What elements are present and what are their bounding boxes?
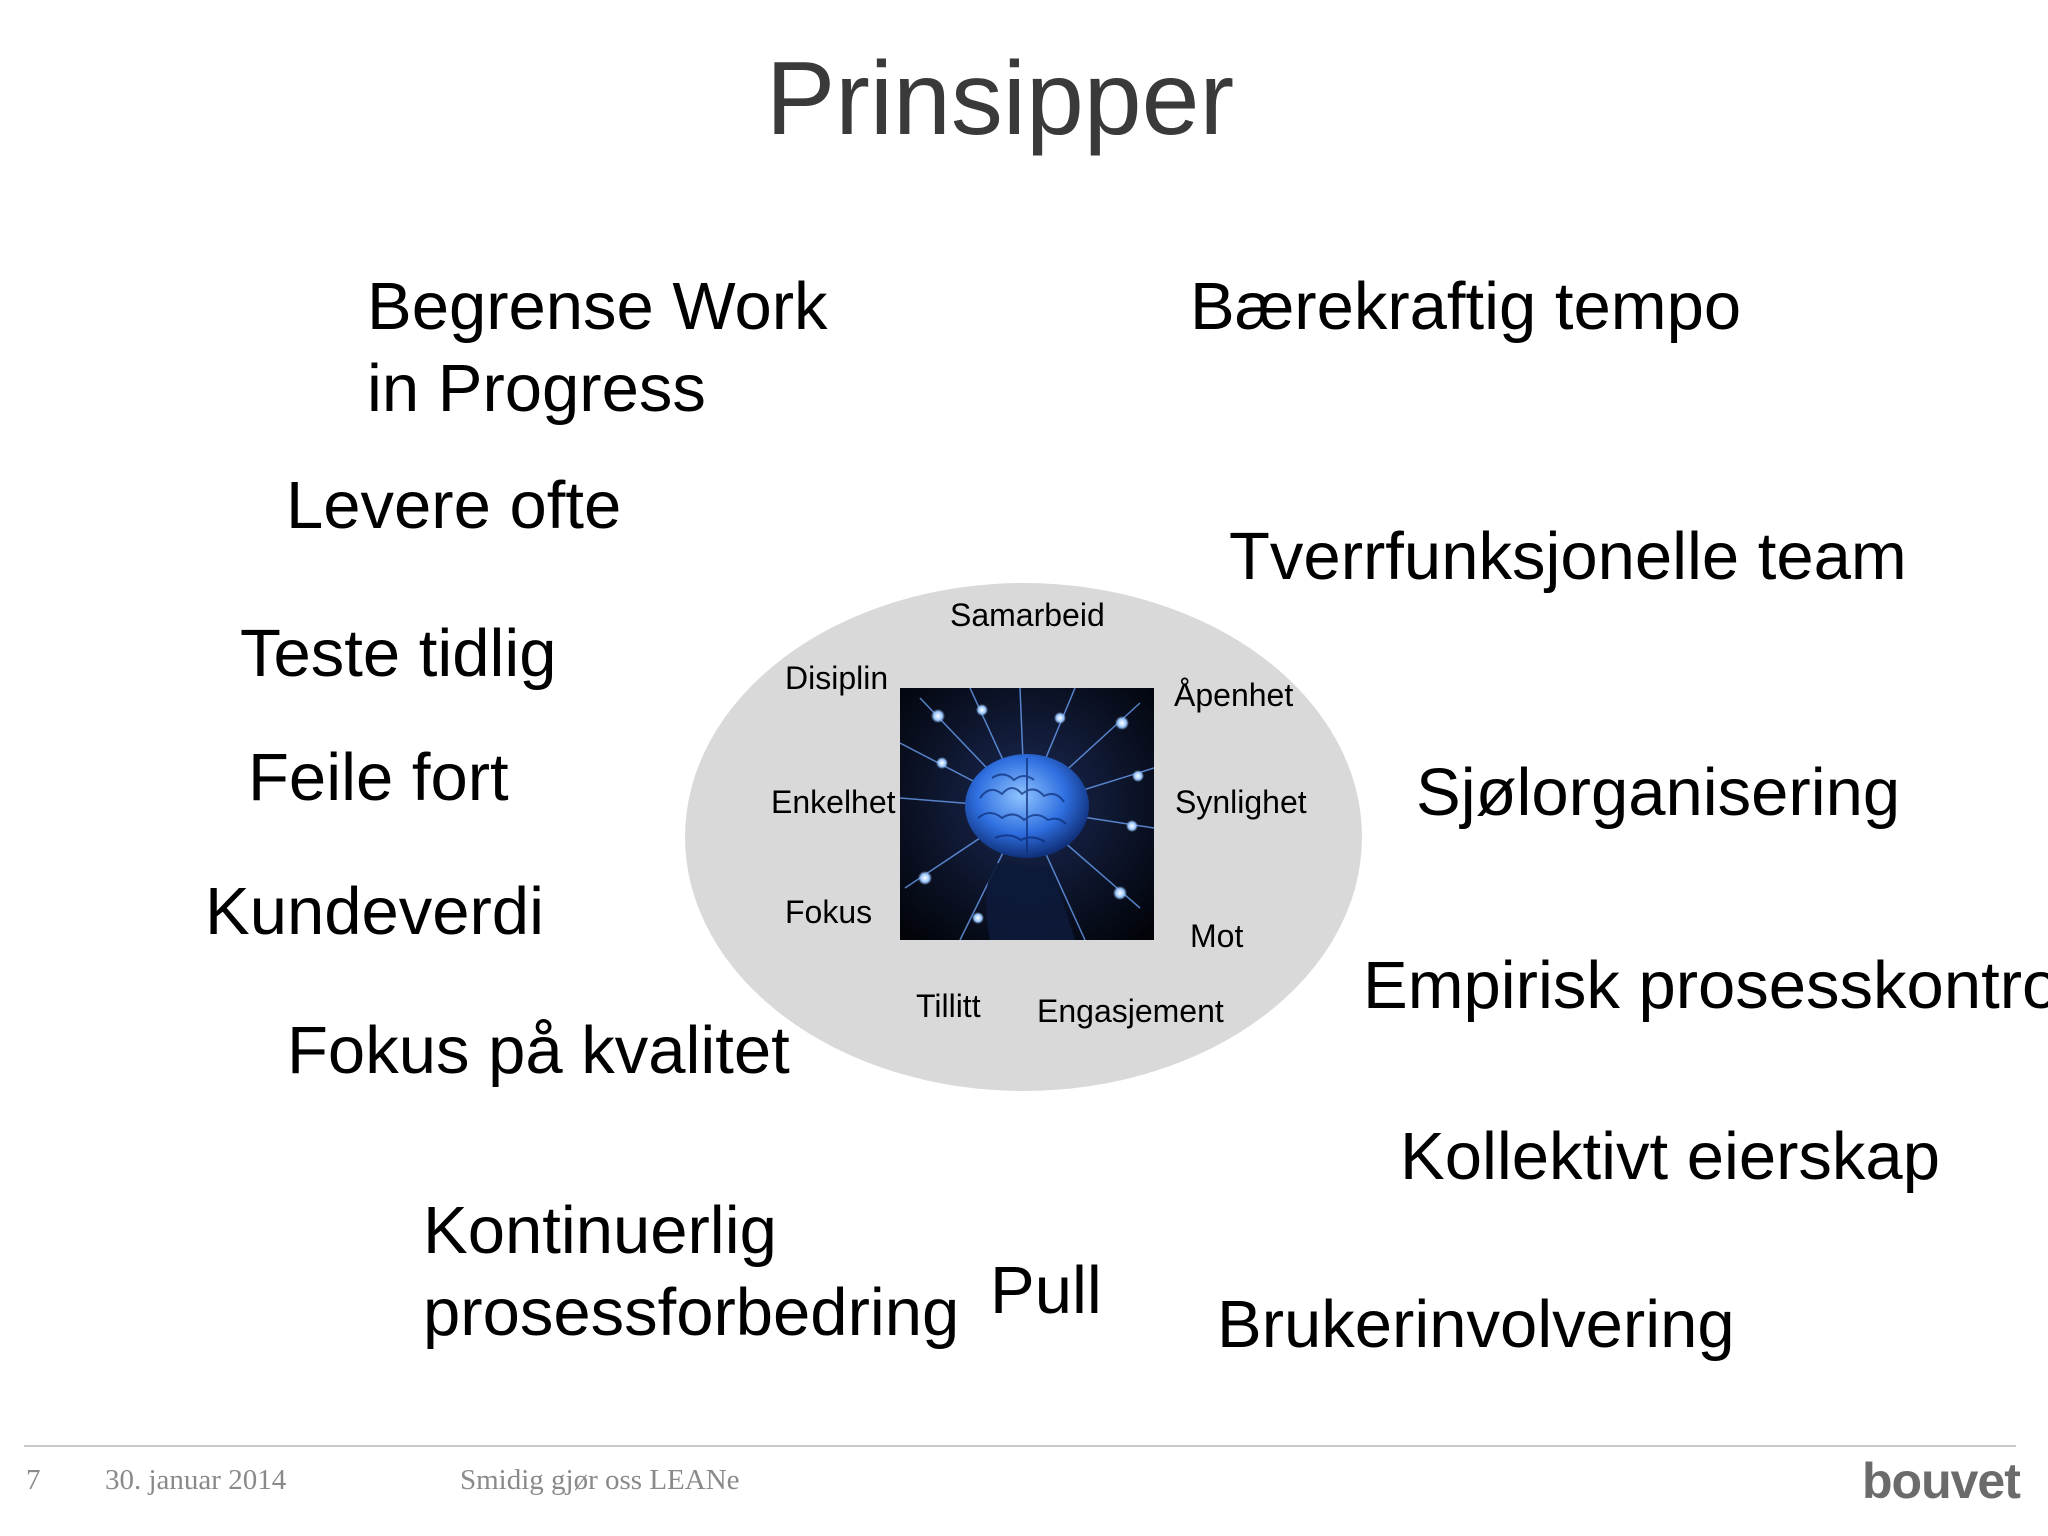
value-synlighet: Synlighet	[1175, 784, 1307, 820]
footer-page-number: 7	[26, 1464, 41, 1496]
brain-image	[900, 688, 1154, 940]
value-samarbeid: Samarbeid	[950, 597, 1105, 633]
principle-fokus-kvalitet: Fokus på kvalitet	[287, 1013, 790, 1088]
principle-kontinuerlig-line2: prosessforbedring	[423, 1275, 960, 1350]
bouvet-logo: bouvet	[1862, 1453, 2021, 1509]
principle-feile-fort: Feile fort	[248, 740, 509, 815]
value-engasjement: Engasjement	[1037, 993, 1224, 1029]
principle-begrense-line2: in Progress	[367, 351, 706, 426]
principle-levere-ofte: Levere ofte	[286, 468, 622, 543]
value-fokus: Fokus	[785, 894, 873, 930]
footer-presentation-title: Smidig gjør oss LEANe	[460, 1464, 740, 1496]
principle-begrense-line1: Begrense Work	[367, 269, 828, 344]
principle-teste-tidlig: Teste tidlig	[240, 616, 557, 691]
footer-divider	[24, 1445, 2016, 1447]
principle-kollektivt-eierskap: Kollektivt eierskap	[1400, 1119, 1940, 1194]
value-enkelhet: Enkelhet	[771, 784, 896, 820]
slide-title: Prinsipper	[765, 41, 1235, 157]
value-disiplin: Disiplin	[785, 660, 889, 696]
principle-kontinuerlig-line1: Kontinuerlig	[423, 1193, 777, 1268]
principle-kundeverdi: Kundeverdi	[205, 874, 544, 949]
principle-empirisk-prosesskontroll: Empirisk prosesskontroll	[1363, 948, 2048, 1023]
value-mot: Mot	[1190, 918, 1244, 954]
principle-brukerinvolvering: Brukerinvolvering	[1217, 1287, 1735, 1362]
value-apenhet: Åpenhet	[1174, 677, 1294, 713]
principle-pull: Pull	[990, 1253, 1102, 1328]
principle-baerekraftig-tempo: Bærekraftig tempo	[1190, 269, 1742, 344]
principle-sjolorganisering: Sjølorganisering	[1416, 755, 1901, 830]
footer-date: 30. januar 2014	[105, 1464, 287, 1496]
principle-tverrfunksjonelle-team: Tverrfunksjonelle team	[1229, 519, 1907, 594]
value-tillitt: Tillitt	[916, 988, 981, 1024]
